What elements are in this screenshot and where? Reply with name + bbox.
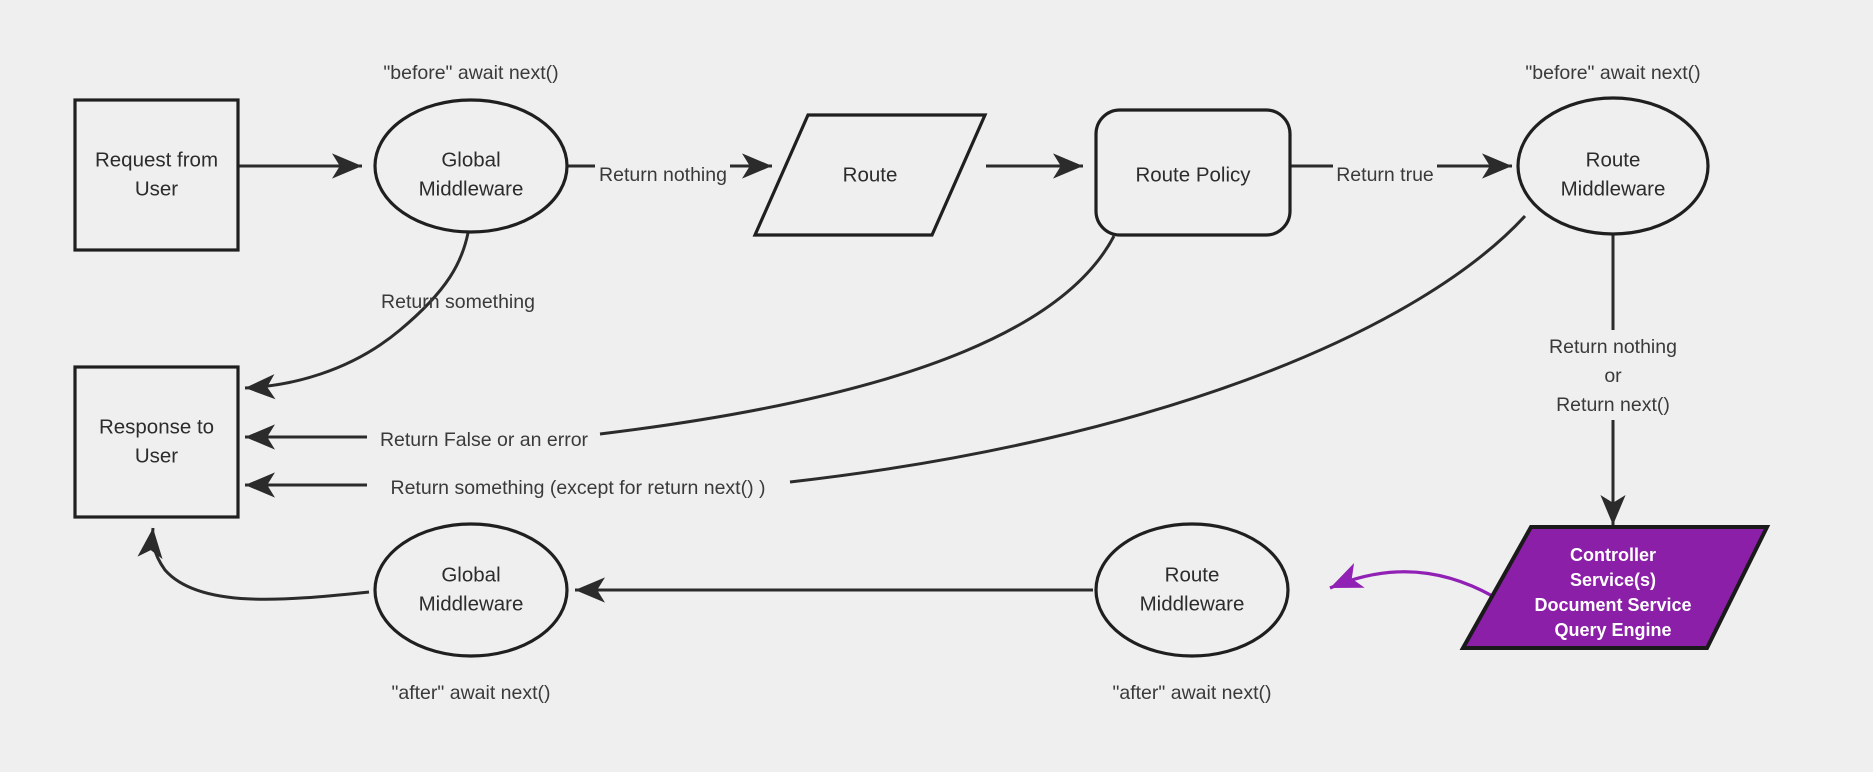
node-route-middleware-bottom[interactable]: Route Middleware bbox=[1094, 522, 1290, 658]
label-return-nothing: Return nothing bbox=[599, 164, 727, 186]
node-route-middleware-top-line1: Route bbox=[1586, 148, 1641, 171]
edge-route-policy-to-response bbox=[599, 235, 1116, 436]
node-controller-line3: Document Service bbox=[1534, 595, 1691, 615]
label-return-nothing-or-next-line2: or bbox=[1604, 365, 1622, 387]
node-request-from-user-line2: User bbox=[135, 177, 178, 200]
label-after-await-next-route: "after" await next() bbox=[1112, 682, 1271, 704]
node-global-middleware-bottom-line1: Global bbox=[441, 563, 500, 586]
node-route-policy[interactable]: Route Policy bbox=[1094, 108, 1292, 237]
node-route-middleware-top-line2: Middleware bbox=[1561, 177, 1666, 200]
node-global-middleware-top-line1: Global bbox=[441, 148, 500, 171]
edge-global-middleware-to-response bbox=[244, 232, 470, 400]
node-route[interactable]: Route bbox=[752, 113, 988, 237]
label-return-false-or-error: Return False or an error bbox=[380, 429, 589, 451]
label-return-something-global: Return something bbox=[381, 291, 535, 313]
edge-global-middleware-bottom-to-response bbox=[137, 527, 370, 601]
label-after-await-next-global: "after" await next() bbox=[391, 682, 550, 704]
label-before-await-next-route: "before" await next() bbox=[1525, 62, 1700, 84]
node-global-middleware-bottom-line2: Middleware bbox=[419, 592, 524, 615]
label-return-nothing-or-next-line1: Return nothing bbox=[1549, 336, 1677, 358]
node-controller-line4: Query Engine bbox=[1554, 620, 1671, 640]
node-route-label: Route bbox=[843, 163, 898, 186]
node-response-to-user-line1: Response to bbox=[99, 415, 214, 438]
edge-route-middleware-to-response bbox=[789, 214, 1527, 484]
label-before-await-next-global: "before" await next() bbox=[383, 62, 558, 84]
node-global-middleware-bottom[interactable]: Global Middleware bbox=[373, 522, 569, 658]
node-route-middleware-bottom-line2: Middleware bbox=[1140, 592, 1245, 615]
label-return-true: Return true bbox=[1336, 164, 1434, 186]
node-route-middleware-top[interactable]: Route Middleware bbox=[1516, 96, 1710, 236]
node-request-from-user-line1: Request from bbox=[95, 148, 218, 171]
node-global-middleware-top[interactable]: Global Middleware bbox=[373, 98, 569, 234]
node-route-middleware-bottom-line1: Route bbox=[1165, 563, 1220, 586]
label-return-something-except-next: Return something (except for return next… bbox=[391, 477, 766, 499]
node-global-middleware-top-line2: Middleware bbox=[419, 177, 524, 200]
node-response-to-user-line2: User bbox=[135, 444, 178, 467]
node-controller-line1: Controller bbox=[1570, 545, 1656, 565]
node-response-to-user[interactable]: Response to User bbox=[73, 365, 240, 519]
node-request-from-user[interactable]: Request from User bbox=[73, 98, 240, 252]
node-controller-line2: Service(s) bbox=[1570, 570, 1656, 590]
label-return-nothing-or-next-line3: Return next() bbox=[1556, 394, 1670, 416]
node-route-policy-label: Route Policy bbox=[1135, 163, 1251, 186]
node-controller-services[interactable]: Controller Service(s) Document Service Q… bbox=[1459, 525, 1771, 650]
